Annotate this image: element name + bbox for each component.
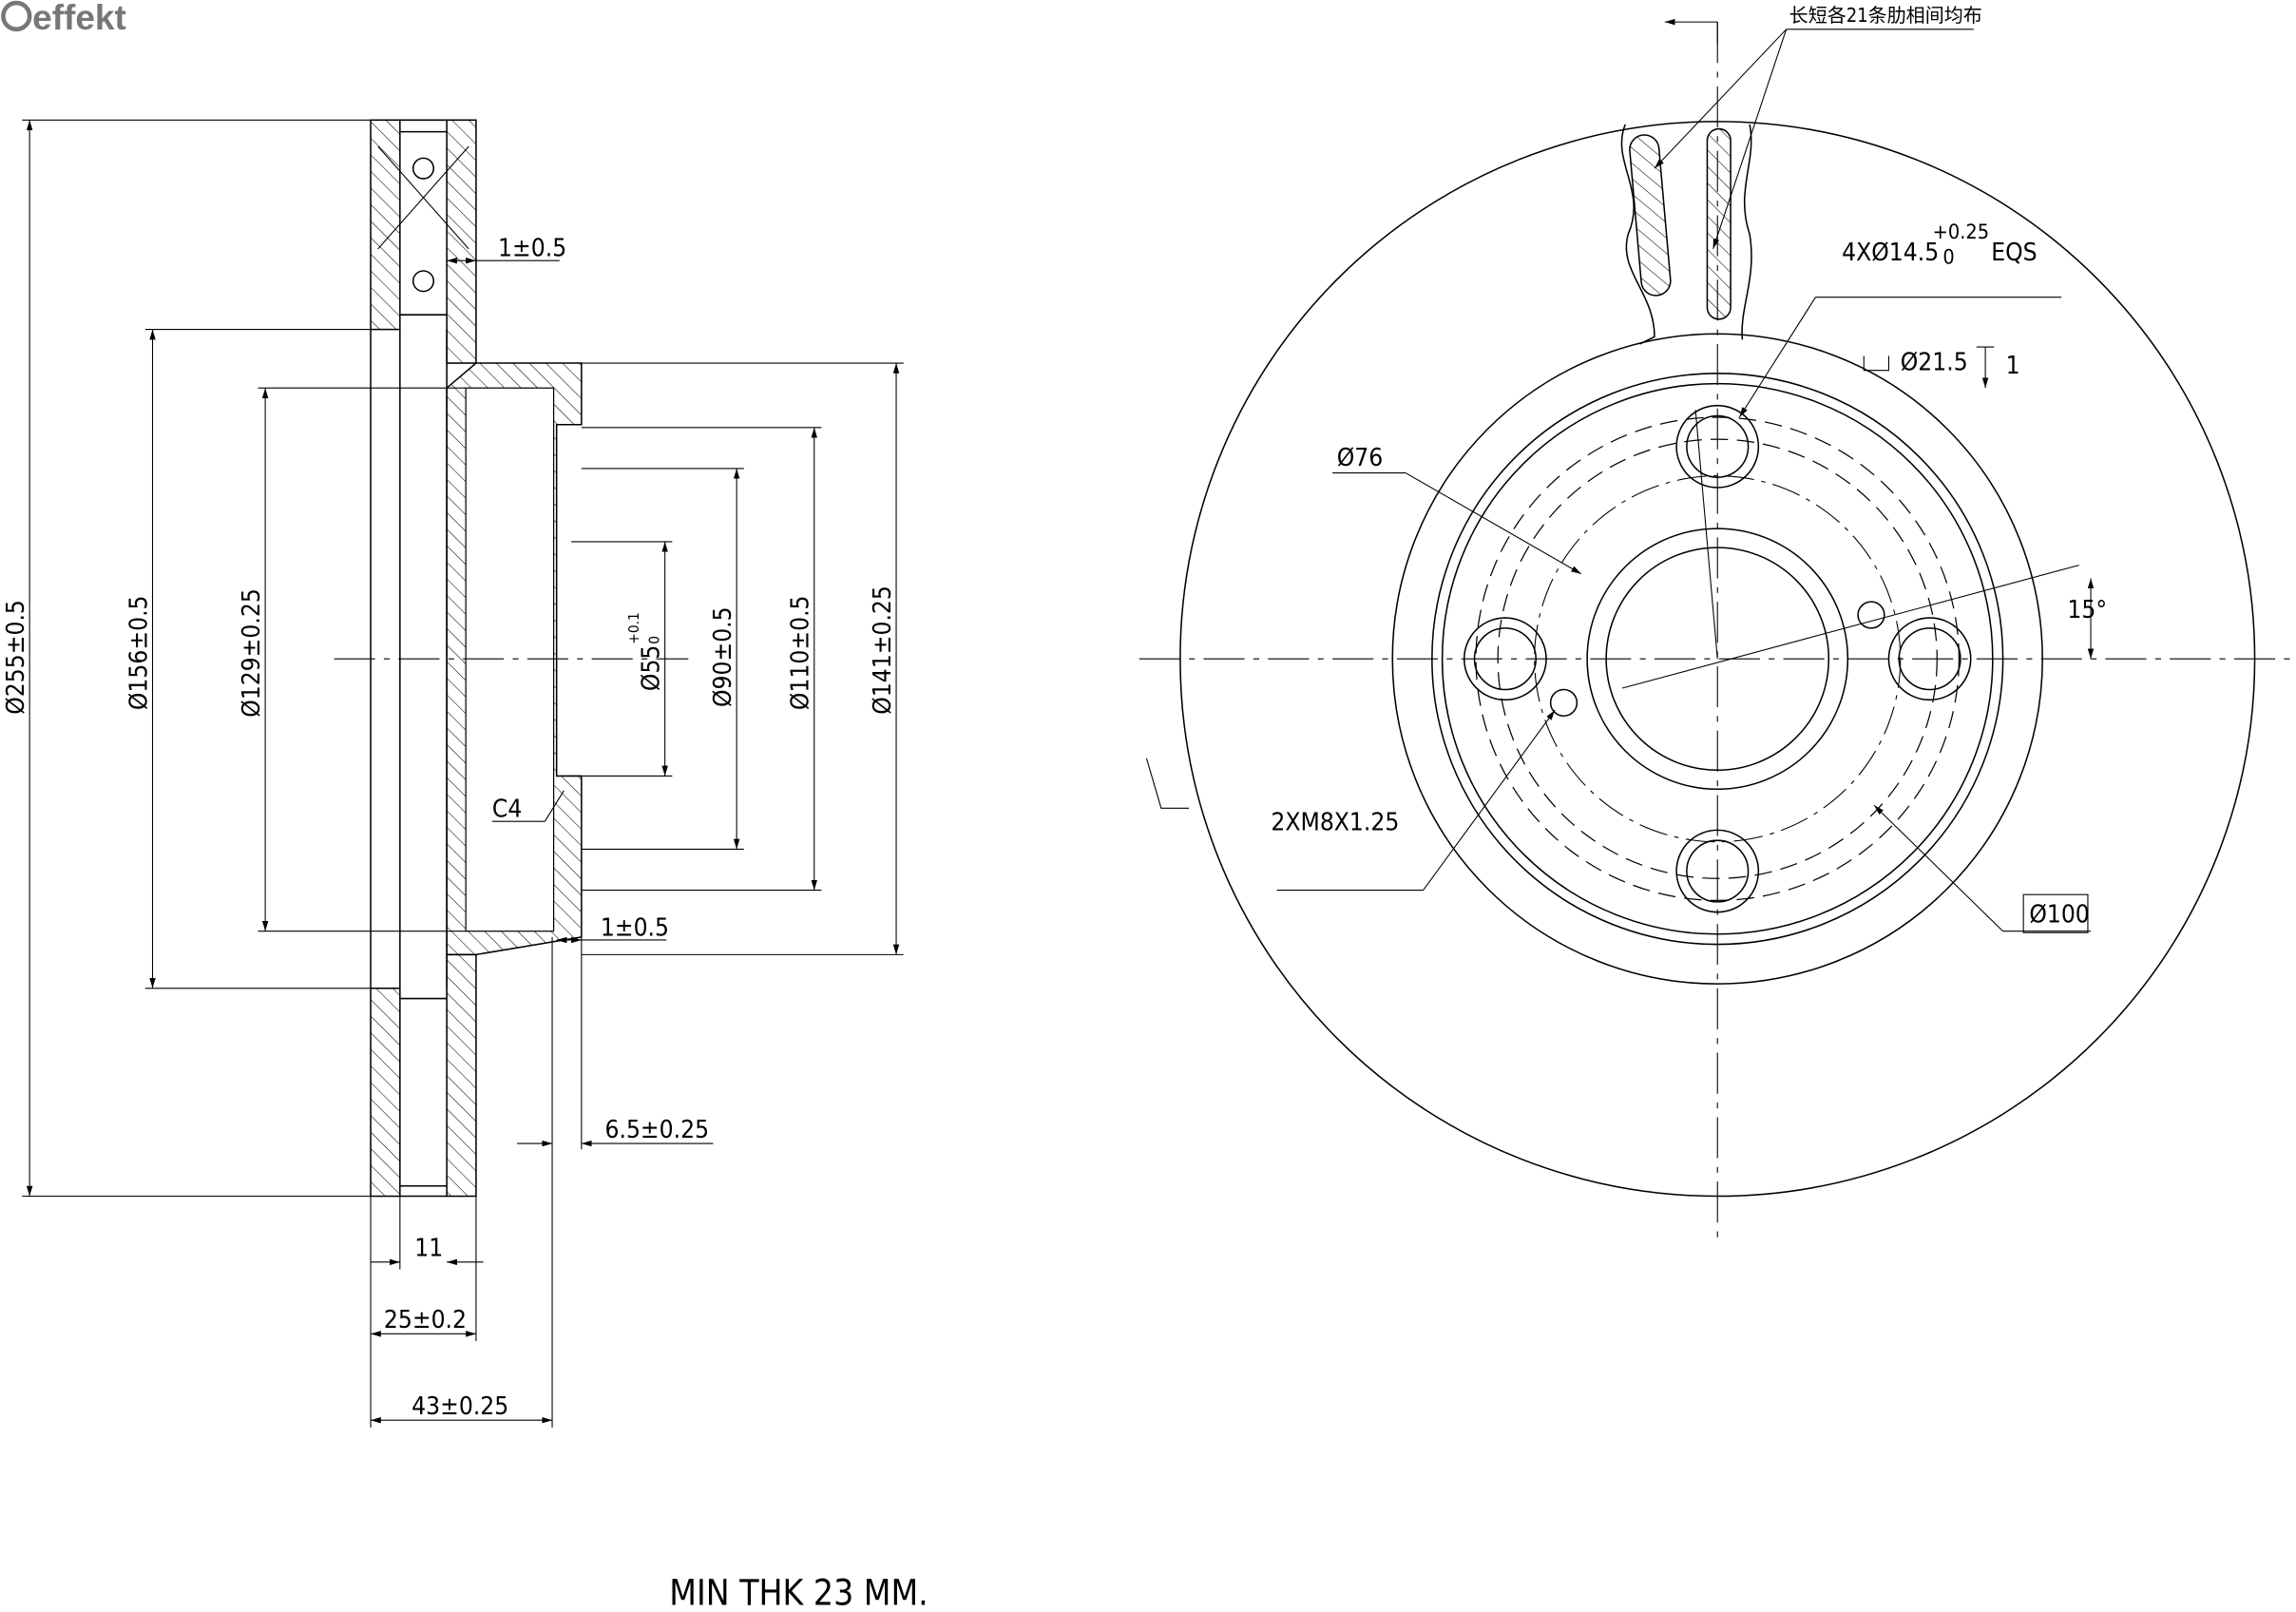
angle-label: 15° [2067, 596, 2107, 624]
counterbore-label: Ø21.5 [1901, 349, 1968, 377]
dim-d141: Ø141±0.25 [869, 585, 897, 715]
dim-d255: Ø255±0.5 [2, 600, 30, 715]
threads-label: 2XM8X1.25 [1271, 808, 1399, 836]
section-view: Ø255±0.5 Ø156±0.5 Ø129±0.25 Ø55 +0.1 0 Ø… [2, 119, 928, 1612]
dim-offset: 6.5±0.25 [605, 1116, 710, 1144]
bolt-eqs: EQS [1991, 239, 2037, 267]
dim-d55-tol-upper: +0.1 [625, 612, 642, 644]
min-thickness-note: MIN THK 23 MM. [669, 1572, 928, 1612]
dim-gap-bottom: 1±0.5 [601, 913, 669, 942]
dim-gap-top: 1±0.5 [498, 235, 566, 263]
dim-d129: Ø129±0.25 [238, 588, 266, 718]
rib-note: 长短各21条肋相间均布 [1789, 4, 1982, 27]
dim-vent-width: 11 [414, 1235, 443, 1263]
dim-chamfer: C4 [492, 796, 522, 824]
pilot-label: Ø76 [1337, 444, 1384, 472]
depth-label: 1 [2006, 352, 2020, 380]
dim-height: 43±0.25 [411, 1392, 508, 1421]
dim-d90: Ø90±0.5 [709, 606, 737, 707]
dim-d110: Ø110±0.5 [787, 595, 815, 710]
dim-d156: Ø156±0.5 [124, 595, 153, 710]
logo-text: effekt [32, 0, 126, 37]
effekt-logo: effekt [1, 0, 126, 37]
dim-d55: Ø55 [638, 645, 666, 692]
dim-d55-tol-lower: 0 [646, 636, 663, 644]
pcd-label: Ø100 [2029, 900, 2089, 929]
bolt-tol-lower: 0 [1942, 245, 1954, 269]
bolt-tol-upper: +0.25 [1933, 221, 1989, 244]
dim-thickness: 25±0.2 [384, 1306, 467, 1334]
bolt-holes-label: 4XØ14.5 [1842, 239, 1939, 267]
front-view: 长短各21条肋相间均布 4XØ14.5 +0.25 0 EQS Ø21.5 1 … [1138, 4, 2296, 1245]
